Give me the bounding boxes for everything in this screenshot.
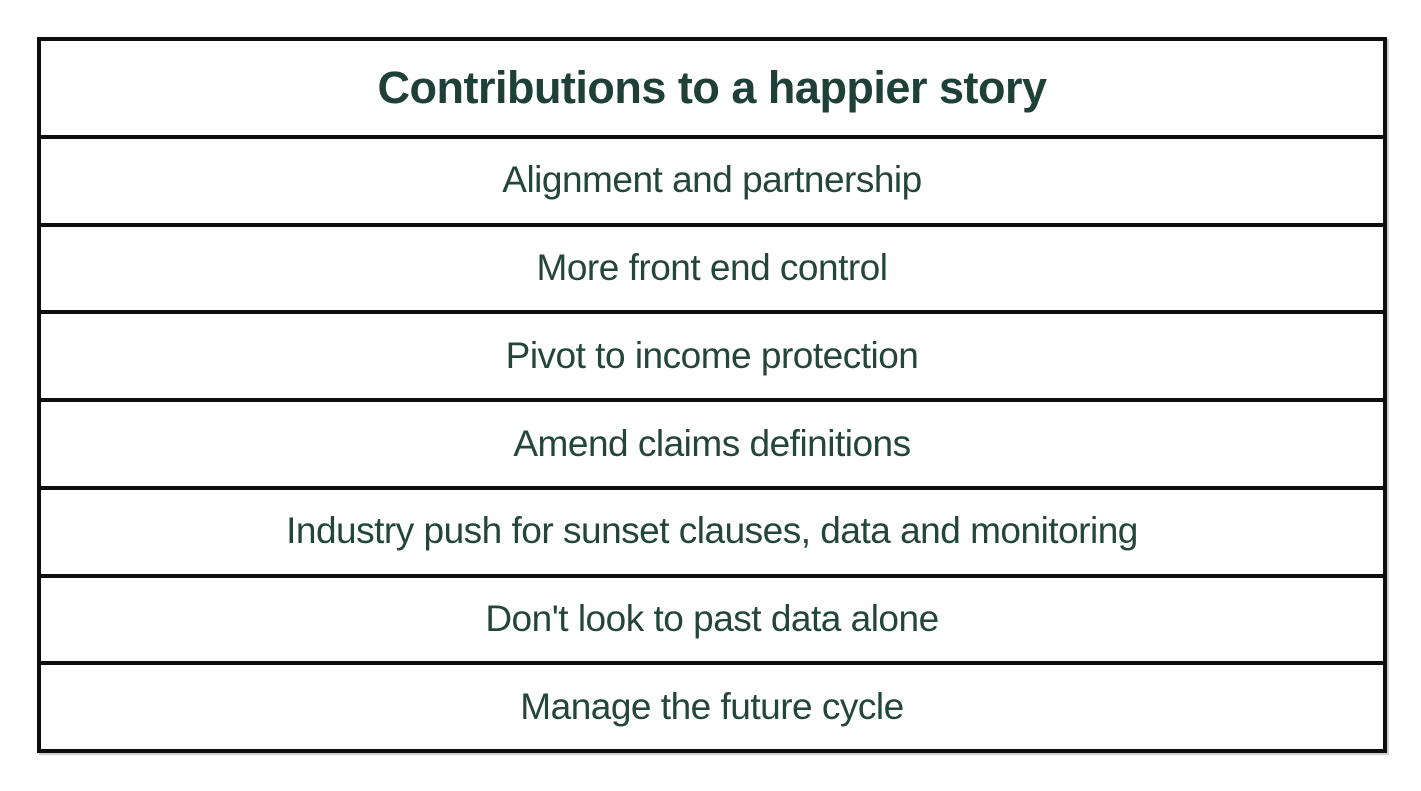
table-row-income-protection: Pivot to income protection bbox=[41, 314, 1383, 403]
table-row-sunset-clauses: Industry push for sunset clauses, data a… bbox=[41, 489, 1383, 578]
table-row-claims-definitions: Amend claims definitions bbox=[41, 402, 1383, 490]
table-row-future-cycle: Manage the future cycle bbox=[41, 665, 1383, 750]
table-title: Contributions to a happier story bbox=[41, 41, 1383, 139]
contributions-table: Contributions to a happier story Alignme… bbox=[37, 37, 1387, 753]
table-row-past-data: Don't look to past data alone bbox=[41, 577, 1383, 666]
table-row-alignment-partnership: Alignment and partnership bbox=[41, 138, 1383, 227]
table-row-front-end-control: More front end control bbox=[41, 226, 1383, 315]
